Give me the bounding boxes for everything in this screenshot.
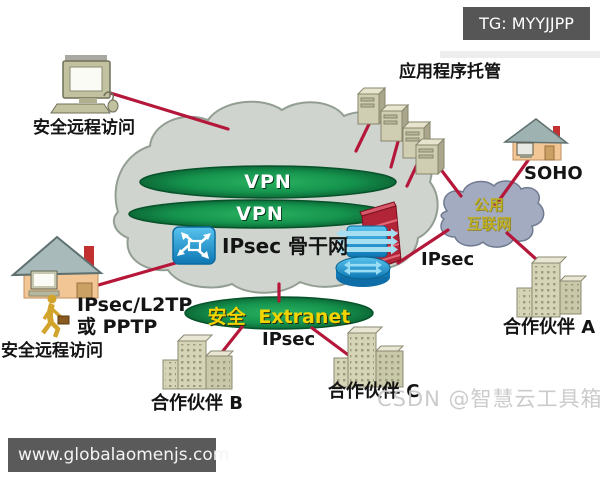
partner-b-building [162,334,235,390]
tg-badge: TG: MYYJJPP [463,7,590,40]
public-internet-line1: 公用 [473,196,504,214]
footer-url-bar: www.globalaomenjs.com [8,438,229,472]
ipsec-right-label: IPsec [421,249,475,270]
public-internet-label: 公用 互联网 [447,196,531,234]
link-router-pubcloud [396,228,450,265]
partner-c-label: 合作伙伴 C [328,381,420,402]
soho-label: SOHO [524,163,583,184]
home-office-house-icon [10,235,104,299]
ipsec-backbone-label: IPsec 骨干网 [222,234,349,258]
traveler-person-icon [41,294,70,338]
remote-pc-label: 安全远程访问 [33,118,135,138]
public-internet-cloud [440,180,545,248]
partner-a-label: 合作伙伴 A [503,317,596,338]
link-server1-cloud [354,118,373,153]
secure-extranet-label: 安全 Extranet [193,302,365,329]
secure-extranet-en: Extranet [258,306,351,328]
app-server-2 [379,103,410,143]
soho-house-icon [502,118,570,161]
artifact-streak [440,51,600,58]
vpn-top-label: VPN [244,171,292,193]
link-extranet-partnerC [310,326,353,359]
ipsec-l2tp-label: IPsec/L2TP [77,294,193,316]
link-pc-cloud [105,90,230,131]
partner-a-building [516,256,588,318]
app-server-stack [356,86,446,176]
partner-c-building [333,326,405,388]
app-server-4 [414,137,446,176]
secure-extranet-cn: 安全 [207,306,246,328]
link-server2-cloud [389,136,401,169]
public-internet-line2: 互联网 [466,215,512,233]
ipsec-bottom-label: IPsec [262,329,316,350]
app-hosting-label: 应用程序托管 [399,62,501,82]
router-disc-icon [335,256,391,287]
vpn-tunnel-top [139,165,397,199]
backbone-router-icon [172,226,216,265]
partner-b-label: 合作伙伴 B [151,393,243,414]
or-pptp-label: 或 PPTP [77,316,158,338]
desktop-computer-icon [50,55,119,114]
watermark-text: CSDN @智慧云工具箱 [377,387,600,411]
link-soho-pubcloud [493,157,531,208]
remote-access-bottom-label: 安全远程访问 [1,341,103,361]
vpn-concentrator-icon [336,225,398,258]
vpn-bottom-label: VPN [236,203,284,225]
